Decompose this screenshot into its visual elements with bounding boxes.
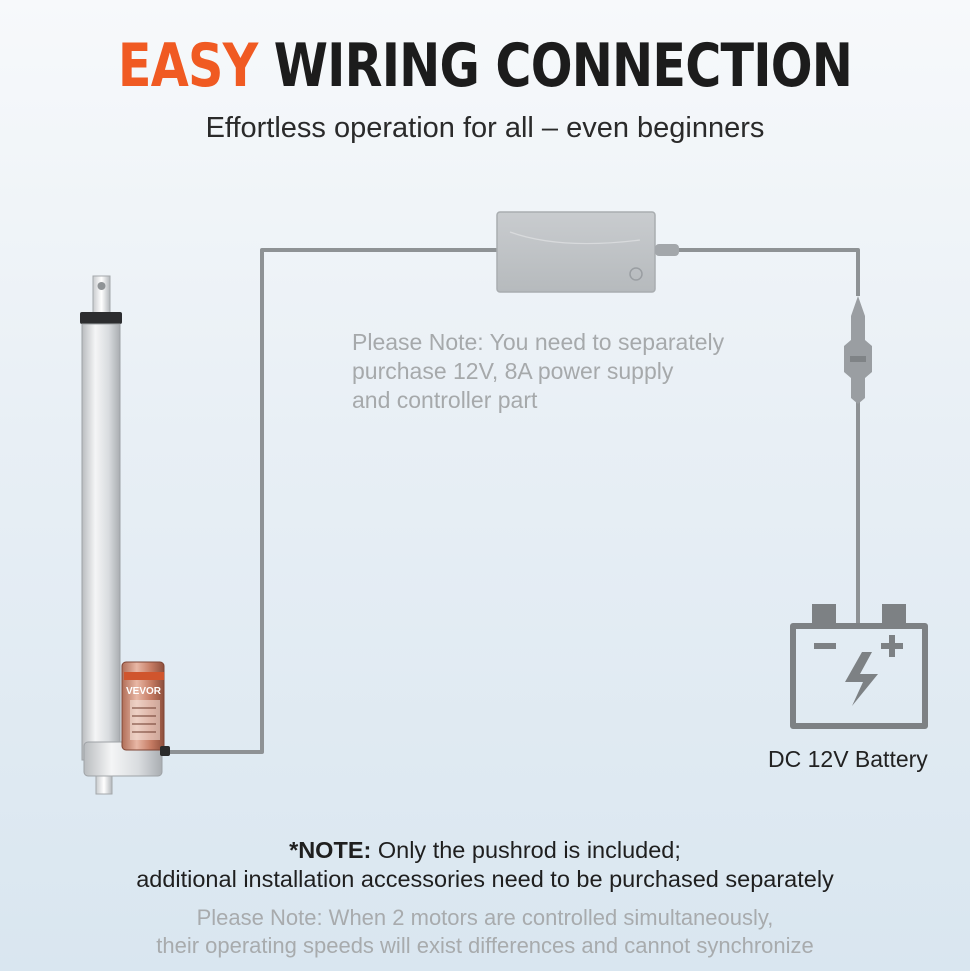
note-line1-text: Only the pushrod is included; [371, 837, 681, 863]
connection-wire [165, 248, 860, 754]
pushrod-note-line: *NOTE: Only the pushrod is included; [0, 836, 970, 865]
battery-icon [790, 604, 928, 729]
title-accent: EASY [117, 31, 258, 101]
sync-note-line: their operating speeds will exist differ… [156, 933, 814, 958]
actuator-brand-label: VEVOR [126, 686, 162, 697]
sync-note-line: Please Note: When 2 motors are controlle… [196, 905, 774, 930]
pushrod-note: *NOTE: Only the pushrod is included; add… [0, 836, 970, 894]
power-supply-unit [496, 211, 679, 293]
page-title: EASY WIRING CONNECTION [87, 36, 882, 96]
title-rest: WIRING CONNECTION [273, 31, 853, 101]
inline-connector [844, 296, 872, 404]
power-supply-note-line: and controller part [352, 387, 538, 413]
linear-actuator: VEVOR [80, 275, 170, 795]
power-supply-note-line: Please Note: You need to separately [352, 329, 725, 355]
sync-note: Please Note: When 2 motors are controlle… [0, 904, 970, 960]
power-supply-note-line: purchase 12V, 8A power supply [352, 358, 674, 384]
battery-label: DC 12V Battery [768, 746, 928, 772]
page-subtitle: Effortless operation for all – even begi… [205, 112, 765, 144]
pushrod-note-line: additional installation accessories need… [136, 866, 834, 892]
power-supply-note: Please Note: You need to separately purc… [352, 328, 792, 415]
note-prefix: *NOTE: [289, 837, 372, 863]
